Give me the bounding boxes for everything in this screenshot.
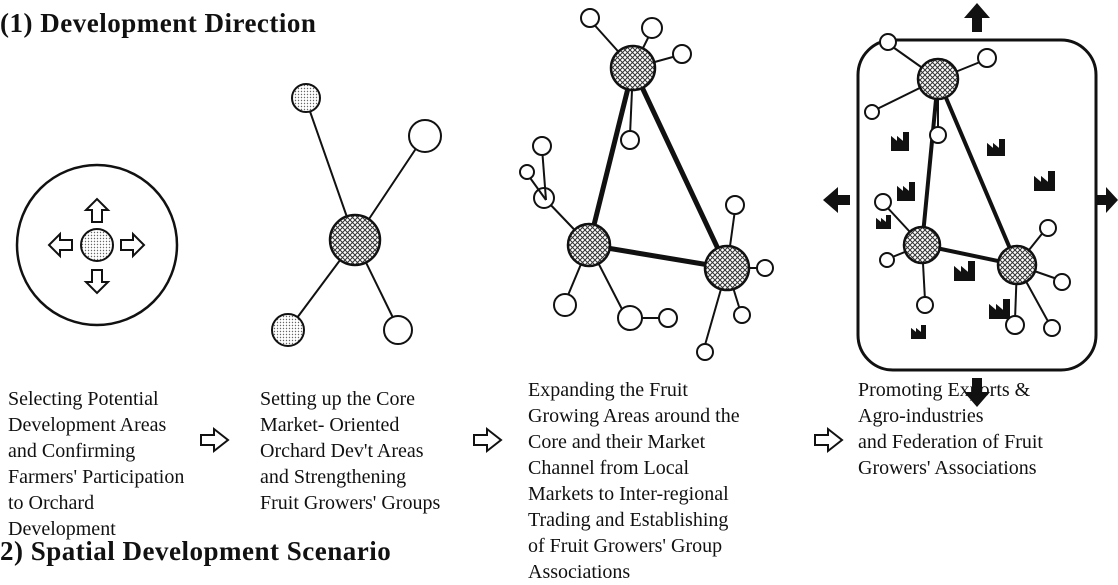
factory-icon (987, 139, 1005, 156)
factory-icon (911, 325, 926, 339)
up-export-arrow-icon (964, 3, 990, 32)
stage4-export-federation-icon (823, 3, 1118, 407)
stage3-expansion-network-icon (519, 8, 774, 361)
next-section-title: 2) Spatial Development Scenario (0, 536, 392, 566)
down-hollow-arrow-icon (83, 269, 111, 295)
stage3-caption: Expanding the Fruit Growing Areas around… (528, 379, 740, 583)
factory-icon (891, 132, 909, 151)
right-export-arrow-icon (1096, 187, 1118, 213)
stage2-core-area-icon (271, 83, 442, 347)
factory-icon (954, 261, 975, 281)
factory-icon (1034, 171, 1055, 191)
next-stage-arrow-icon (473, 426, 503, 454)
stage2-caption: Setting up the Core Market- Oriented Orc… (260, 388, 441, 514)
factory-icon (876, 215, 891, 229)
factory-icon (989, 299, 1010, 319)
next-stage-arrow-icon (200, 426, 230, 454)
development-diagram (15, 3, 1118, 454)
left-hollow-arrow-icon (47, 231, 73, 259)
next-stage-arrow-icon (814, 426, 844, 454)
right-hollow-arrow-icon (120, 231, 146, 259)
stage4-caption: Promoting Exports & Agro-industries and … (858, 379, 1043, 479)
factory-icon (897, 182, 915, 201)
stage1-potential-area-icon (15, 163, 179, 327)
left-export-arrow-icon (823, 187, 850, 213)
stage1-caption: Selecting Potential Development Areas an… (8, 388, 185, 540)
section-title: (1) Development Direction (0, 8, 317, 38)
down-export-arrow-icon (964, 378, 990, 407)
